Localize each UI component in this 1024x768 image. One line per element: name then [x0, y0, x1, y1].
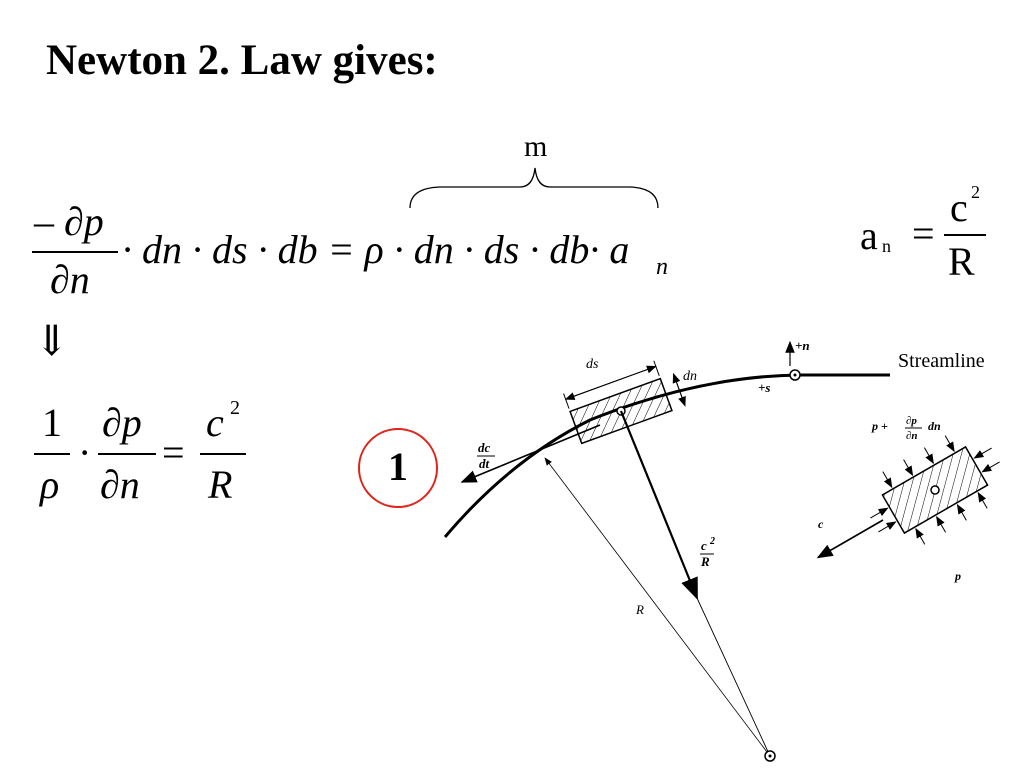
dc-dt-arrow [460, 424, 601, 483]
equation-an: a n = c 2 R [860, 180, 1000, 290]
label-c2-den: R [700, 554, 710, 569]
eq2-equals: = [162, 430, 185, 475]
label-dt: dt [479, 456, 490, 471]
brace [409, 167, 659, 209]
an-fraction-bar [944, 234, 986, 236]
an-denominator: R [948, 239, 975, 284]
eq2-frac3-num: c [206, 400, 224, 445]
eq2-dot: · [78, 430, 92, 475]
eq1-subscript: n [656, 254, 668, 280]
label-dn: dn [683, 369, 697, 384]
label-R: R [635, 602, 644, 617]
eq2-frac2-den: ∂n [100, 462, 140, 507]
label-ds: ds [586, 357, 599, 372]
eq2-frac3-bar [200, 453, 246, 455]
label-c: c [818, 517, 824, 531]
label-dp: ∂p [906, 415, 917, 427]
an-superscript: 2 [971, 182, 980, 202]
label-c2-sup: 2 [709, 536, 715, 547]
eq2-frac1-num: 1 [42, 400, 62, 445]
implies-arrow-icon: ⇓ [34, 319, 70, 365]
an-numerator: c [950, 185, 968, 230]
eq1-numerator: – ∂p [34, 199, 104, 244]
eq1-denominator: ∂n [50, 257, 90, 302]
eq2-frac1-den: ρ [40, 462, 60, 507]
equation-1: m – ∂p ∂n · dn · ds · db = ρ · dn · ds ·… [30, 130, 730, 310]
eq1-fraction-bar [32, 251, 118, 253]
equation-2: 1 ρ · ∂p ∂n = c 2 R [30, 395, 290, 525]
label-p-plus: p + [871, 419, 888, 433]
label-dc: dc [478, 440, 491, 455]
eq2-frac2-bar [98, 453, 156, 455]
streamline-label: Streamline [898, 350, 985, 372]
eq2-frac2-num: ∂p [102, 400, 142, 445]
label-c2: c [701, 538, 707, 553]
eq2-frac3-sup: 2 [230, 397, 240, 419]
an-sub: n [882, 236, 891, 256]
label-plus-s: +s [758, 380, 770, 395]
centripetal-arrow [619, 410, 699, 601]
an-equals: = [912, 211, 935, 256]
label-p: p [954, 569, 961, 583]
slide-title: Newton 2. Law gives: [46, 37, 438, 84]
an-a: a [860, 213, 878, 258]
eq2-frac3-den: R [208, 462, 233, 507]
eq2-frac1-bar [34, 453, 70, 455]
radius-line [544, 457, 771, 757]
label-dn-end: dn [928, 419, 941, 433]
label-plus-n: +n [795, 338, 810, 353]
eq1-rest: · dn · ds · db = ρ · dn · ds · db· a [122, 227, 630, 272]
label-dn2: ∂n [906, 430, 918, 442]
step-number-circle: 1 [358, 428, 438, 508]
brace-label: m [524, 130, 548, 163]
